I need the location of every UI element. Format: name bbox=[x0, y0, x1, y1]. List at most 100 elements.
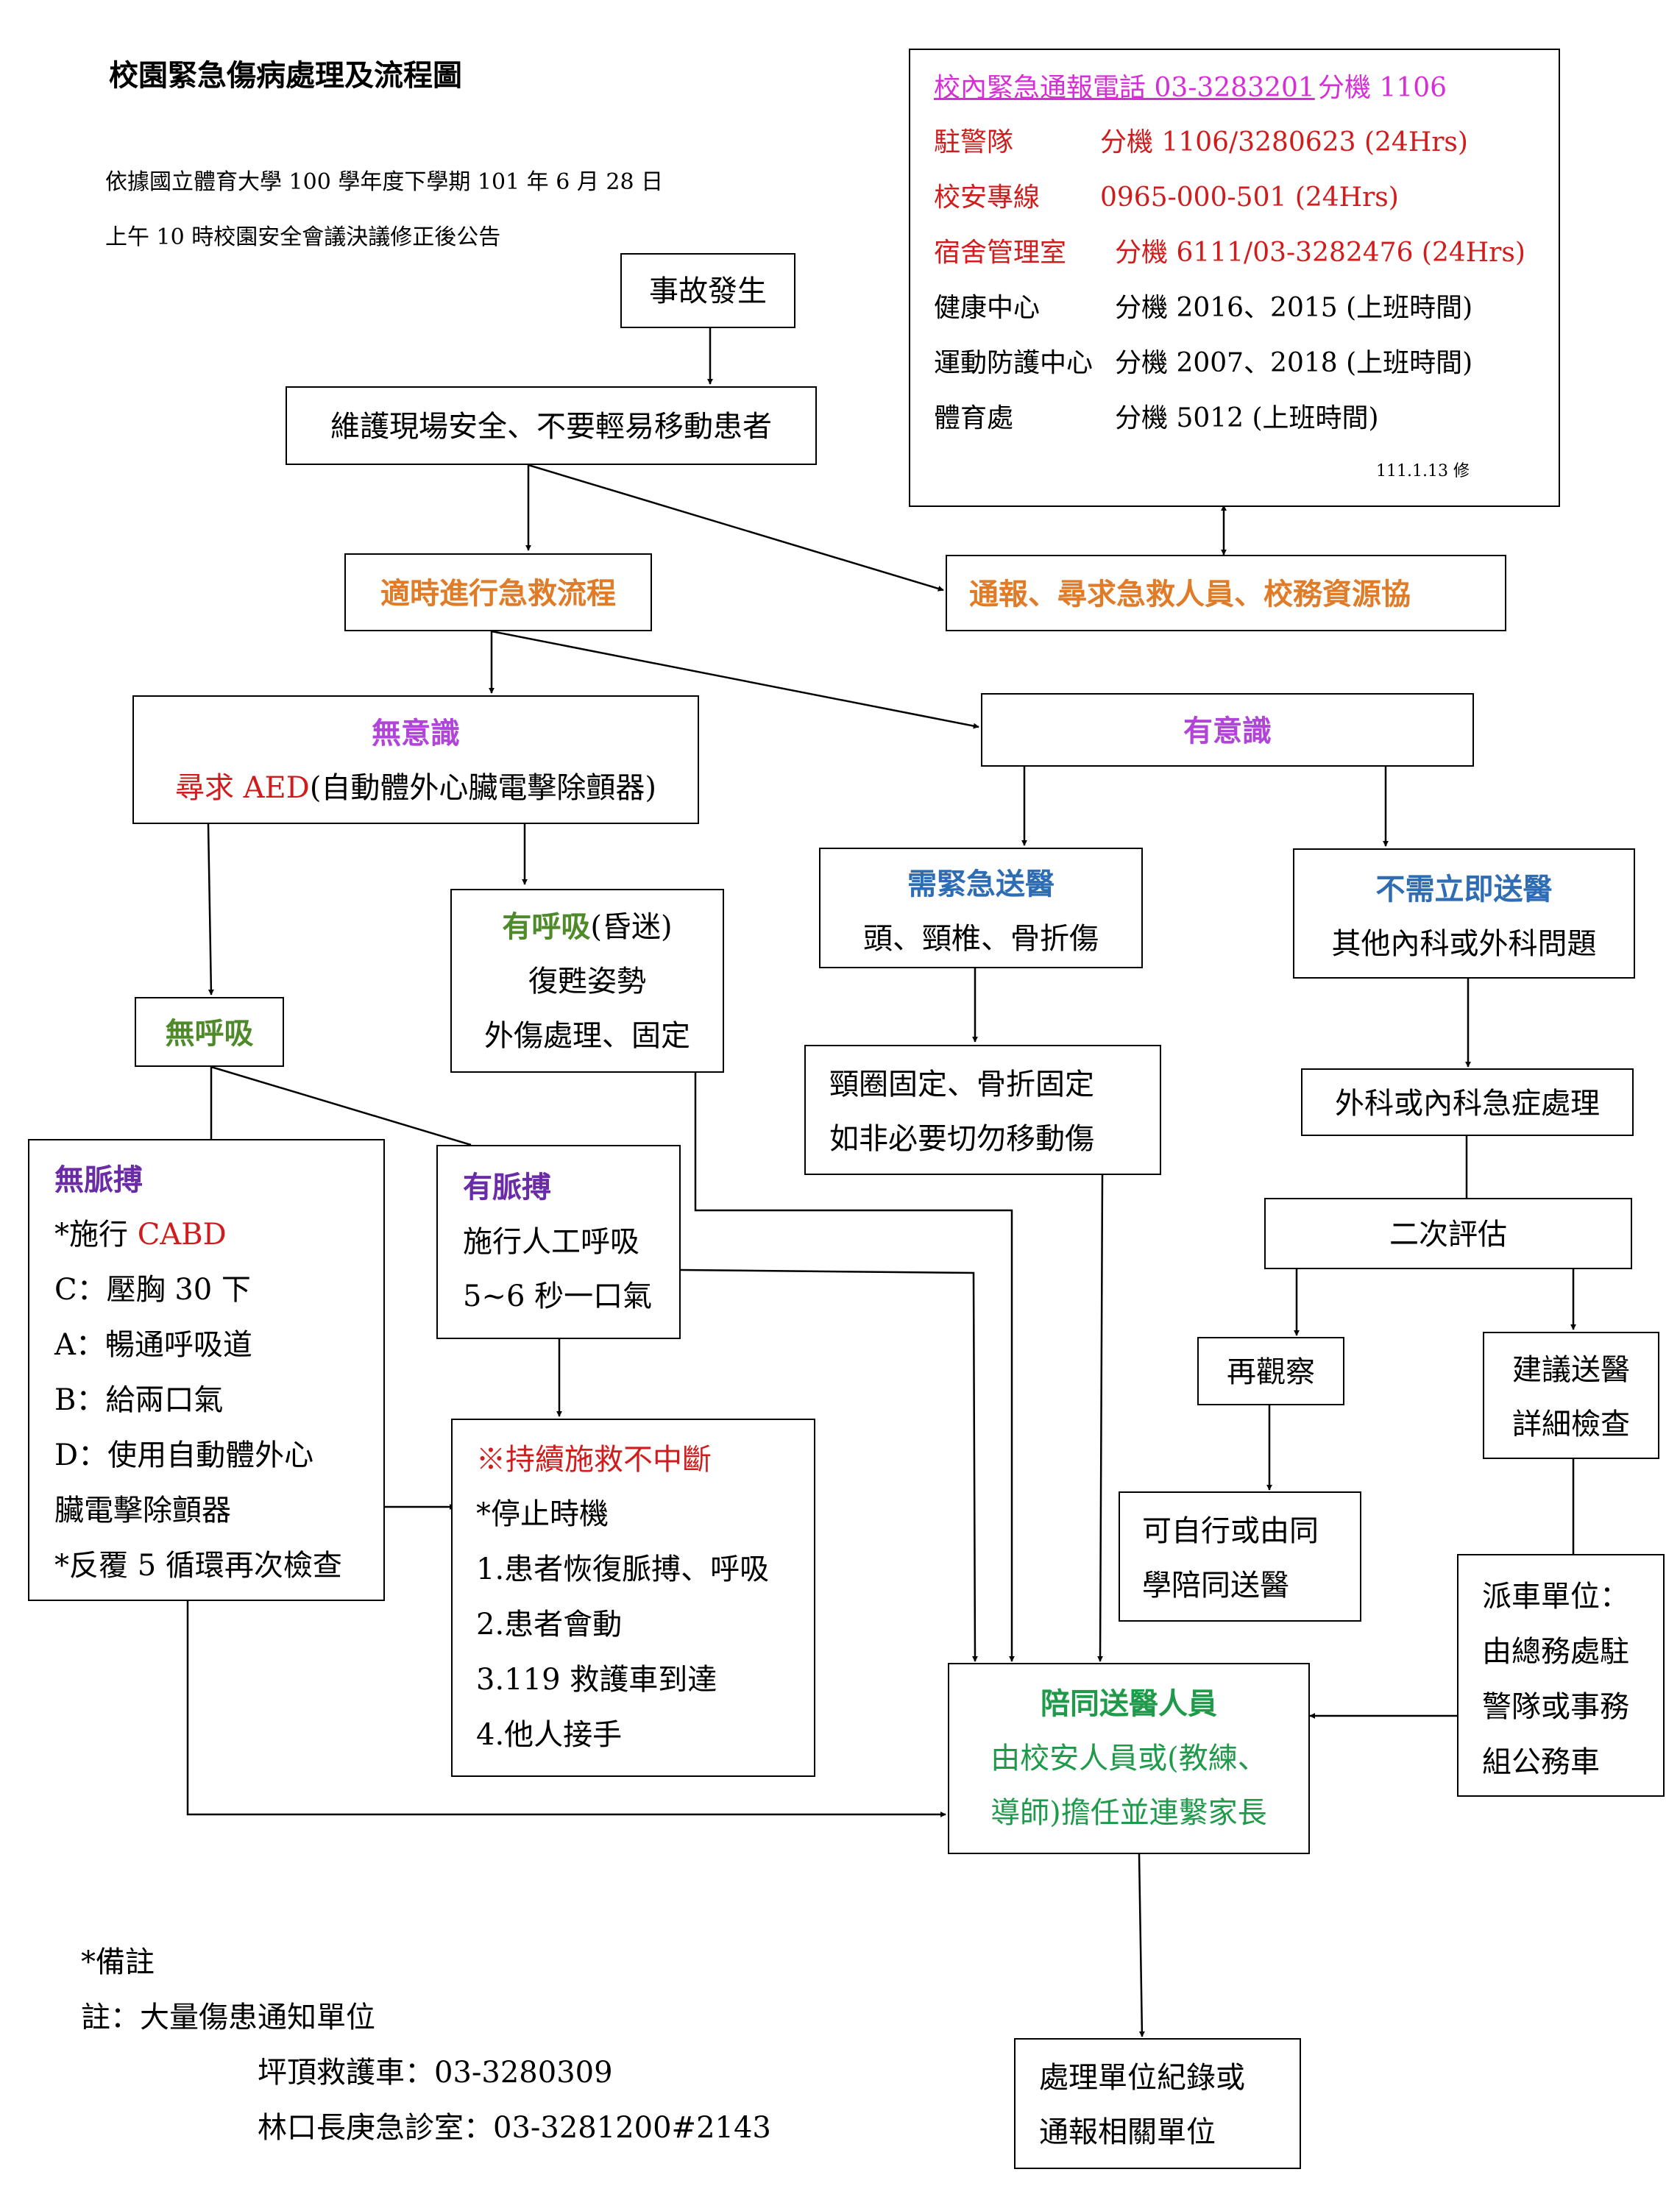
revision-note-line1: 依據國立體育大學 100 學年度下學期 101 年 6 月 28 日 bbox=[105, 169, 664, 195]
no-breathing-box: 無呼吸 bbox=[135, 997, 284, 1067]
self-escort-box: 可自行或由同 學陪同送醫 bbox=[1119, 1491, 1361, 1622]
cabd-step-a: A：暢通呼吸道 bbox=[54, 1328, 252, 1362]
escort-line2: 由校安人員或(教練、 bbox=[990, 1742, 1267, 1775]
first-aid-box: 適時進行急救流程 bbox=[344, 553, 652, 631]
unconscious-box: 無意識 尋求 AED(自動體外心臟電擊除顫器) bbox=[132, 695, 699, 824]
urgent-injuries: 頭、頸椎、骨折傷 bbox=[863, 922, 1099, 956]
cabd-instruction: *施行 CABD bbox=[54, 1220, 227, 1249]
stop-condition-2: 2.患者會動 bbox=[476, 1608, 623, 1642]
hotline-number: 校內緊急通報電話 03-3283201 bbox=[934, 73, 1315, 103]
non-urgent-problems: 其他內科或外科問題 bbox=[1331, 927, 1597, 961]
contact-value-pe-office: 分機 5012 (上班時間) bbox=[1115, 403, 1379, 433]
medical-treatment-box: 外科或內科急症處理 bbox=[1301, 1068, 1634, 1136]
breathing-label: 有呼吸 bbox=[502, 909, 591, 944]
remark-label: *備註 bbox=[81, 1945, 155, 1979]
arrow-unconscious-nobreath bbox=[207, 823, 214, 996]
contact-value-dorm: 分機 6111/03-3282476 (24Hrs) bbox=[1115, 238, 1525, 268]
record-line1: 處理單位紀錄或 bbox=[1039, 2061, 1245, 2095]
revision-note-line2: 上午 10 時校園安全會議決議修正後公告 bbox=[105, 224, 501, 250]
first-aid-label: 適時進行急救流程 bbox=[380, 576, 616, 611]
reassess-label: 二次評估 bbox=[1389, 1218, 1507, 1252]
fixation-line1: 頸圈固定、骨折固定 bbox=[829, 1068, 1094, 1101]
suggest-hospital-box: 建議送醫 詳細檢查 bbox=[1483, 1332, 1659, 1459]
cabd-step-b: B：給兩口氣 bbox=[54, 1383, 224, 1417]
line-nobreath-pulse bbox=[210, 1065, 472, 1146]
aed-description: (自動體外心臟電擊除顫器) bbox=[309, 771, 657, 805]
rescue-breathing: 施行人工呼吸 bbox=[463, 1225, 639, 1259]
pulse-label: 有脈搏 bbox=[463, 1170, 551, 1204]
conscious-label: 有意識 bbox=[1183, 714, 1272, 748]
contact-name-police: 駐警隊 bbox=[934, 127, 1014, 157]
unconscious-label: 無意識 bbox=[372, 716, 460, 750]
cabd-step-d-line2: 臟電擊除顫器 bbox=[54, 1494, 231, 1527]
revision-date: 111.1.13 修 bbox=[1376, 462, 1470, 480]
no-pulse-label: 無脈搏 bbox=[54, 1163, 143, 1197]
contact-name-pe-office: 體育處 bbox=[934, 403, 1014, 433]
contact-value-sports-protection: 分機 2007、2018 (上班時間) bbox=[1115, 348, 1473, 378]
record-line2: 通報相關單位 bbox=[1039, 2115, 1216, 2149]
hotline-extension: 分機 1106 bbox=[1318, 73, 1447, 103]
continue-rescue-box: ※持續施救不中斷 *停止時機 1.患者恢復脈搏、呼吸 2.患者會動 3.119 … bbox=[451, 1419, 815, 1777]
escort-line3: 導師)擔任並連繫家長 bbox=[990, 1796, 1267, 1830]
ambulance-contact: 坪頂救護車：03-3280309 bbox=[258, 2056, 613, 2090]
accident-box: 事故發生 bbox=[620, 253, 795, 328]
emergency-contacts-box: 校內緊急通報電話 03-3283201 分機 1106 駐警隊 分機 1106/… bbox=[909, 49, 1560, 507]
urgent-label: 需緊急送醫 bbox=[907, 867, 1055, 901]
observe-label: 再觀察 bbox=[1227, 1355, 1315, 1389]
cabd-prefix: *施行 bbox=[54, 1218, 138, 1252]
breathing-title: 有呼吸(昏迷) bbox=[452, 909, 723, 944]
contact-value-police: 分機 1106/3280623 (24Hrs) bbox=[1100, 127, 1468, 157]
recovery-position: 復甦姿勢 bbox=[528, 965, 646, 998]
suggest-hospital-line1: 建議送醫 bbox=[1512, 1353, 1630, 1387]
no-pulse-box: 無脈搏 *施行 CABD C：壓胸 30 下 A：暢通呼吸道 B：給兩口氣 D：… bbox=[28, 1139, 385, 1601]
mass-casualty-note: 註：大量傷患通知單位 bbox=[81, 2001, 375, 2034]
record-box: 處理單位紀錄或 通報相關單位 bbox=[1014, 2038, 1301, 2169]
arrow-escort-record bbox=[1138, 1853, 1145, 2037]
scene-safety-box: 維護現場安全、不要輕易移動患者 bbox=[286, 386, 817, 465]
dispatch-line1: 派車單位： bbox=[1482, 1580, 1629, 1614]
arrow-fix-escort bbox=[1097, 1174, 1104, 1662]
trauma-fixation: 外傷處理、固定 bbox=[484, 1019, 690, 1053]
escort-box: 陪同送醫人員 由校安人員或(教練、 導師)擔任並連繫家長 bbox=[948, 1663, 1310, 1854]
notify-box: 通報、尋求急救人員、校務資源協 bbox=[946, 555, 1506, 631]
contact-value-safety-line: 0965-000-501 (24Hrs) bbox=[1100, 182, 1399, 213]
contact-value-health: 分機 2016、2015 (上班時間) bbox=[1115, 293, 1473, 323]
escort-label: 陪同送醫人員 bbox=[1041, 1686, 1217, 1721]
urgent-box: 需緊急送醫 頭、頸椎、骨折傷 bbox=[819, 848, 1143, 968]
contact-name-sports-protection: 運動防護中心 bbox=[934, 348, 1094, 378]
suggest-hospital-line2: 詳細檢查 bbox=[1512, 1408, 1630, 1441]
dispatch-box: 派車單位： 由總務處駐 警隊或事務 組公務車 bbox=[1457, 1554, 1665, 1797]
dispatch-line3: 警隊或事務 bbox=[1482, 1690, 1629, 1724]
self-escort-line2: 學陪同送醫 bbox=[1142, 1569, 1289, 1603]
stop-condition-1: 1.患者恢復脈搏、呼吸 bbox=[476, 1552, 770, 1586]
contact-name-safety-line: 校安專線 bbox=[934, 182, 1041, 213]
medical-treatment-label: 外科或內科急症處理 bbox=[1335, 1087, 1600, 1121]
continue-rescue-label: ※持續施救不中斷 bbox=[476, 1443, 712, 1477]
non-urgent-box: 不需立即送醫 其他內科或外科問題 bbox=[1293, 848, 1635, 979]
no-breathing-label: 無呼吸 bbox=[165, 1016, 254, 1051]
pulse-box: 有脈搏 施行人工呼吸 5~6 秒一口氣 bbox=[436, 1145, 681, 1339]
cabd-repeat: *反覆 5 循環再次檢查 bbox=[54, 1549, 342, 1583]
cabd-step-d-line1: D：使用自動體外心 bbox=[54, 1438, 314, 1472]
stop-condition-3: 3.119 救護車到達 bbox=[476, 1663, 717, 1697]
stop-timing-label: *停止時機 bbox=[476, 1497, 609, 1531]
self-escort-line1: 可自行或由同 bbox=[1142, 1514, 1319, 1548]
cabd-highlight: CABD bbox=[137, 1218, 227, 1252]
stop-condition-4: 4.他人接手 bbox=[476, 1718, 623, 1752]
fixation-box: 頸圈固定、骨折固定 如非必要切勿移動傷 bbox=[804, 1045, 1161, 1175]
non-urgent-label: 不需立即送醫 bbox=[1375, 872, 1553, 906]
aed-instruction: 尋求 AED(自動體外心臟電擊除顫器) bbox=[134, 773, 698, 803]
breathing-box: 有呼吸(昏迷) 復甦姿勢 外傷處理、固定 bbox=[450, 889, 724, 1073]
fixation-line2: 如非必要切勿移動傷 bbox=[829, 1122, 1094, 1156]
reassess-box: 二次評估 bbox=[1264, 1198, 1632, 1269]
notify-label: 通報、尋求急救人員、校務資源協 bbox=[969, 577, 1411, 611]
cabd-step-c: C：壓胸 30 下 bbox=[54, 1273, 251, 1307]
page-title: 校園緊急傷病處理及流程圖 bbox=[109, 58, 462, 93]
accident-label: 事故發生 bbox=[649, 274, 767, 308]
breathing-coma: (昏迷) bbox=[590, 910, 673, 944]
contact-name-health: 健康中心 bbox=[934, 293, 1041, 323]
scene-safety-label: 維護現場安全、不要輕易移動患者 bbox=[330, 410, 772, 444]
contact-name-dorm: 宿舍管理室 bbox=[934, 238, 1067, 268]
dispatch-line2: 由總務處駐 bbox=[1482, 1635, 1629, 1669]
